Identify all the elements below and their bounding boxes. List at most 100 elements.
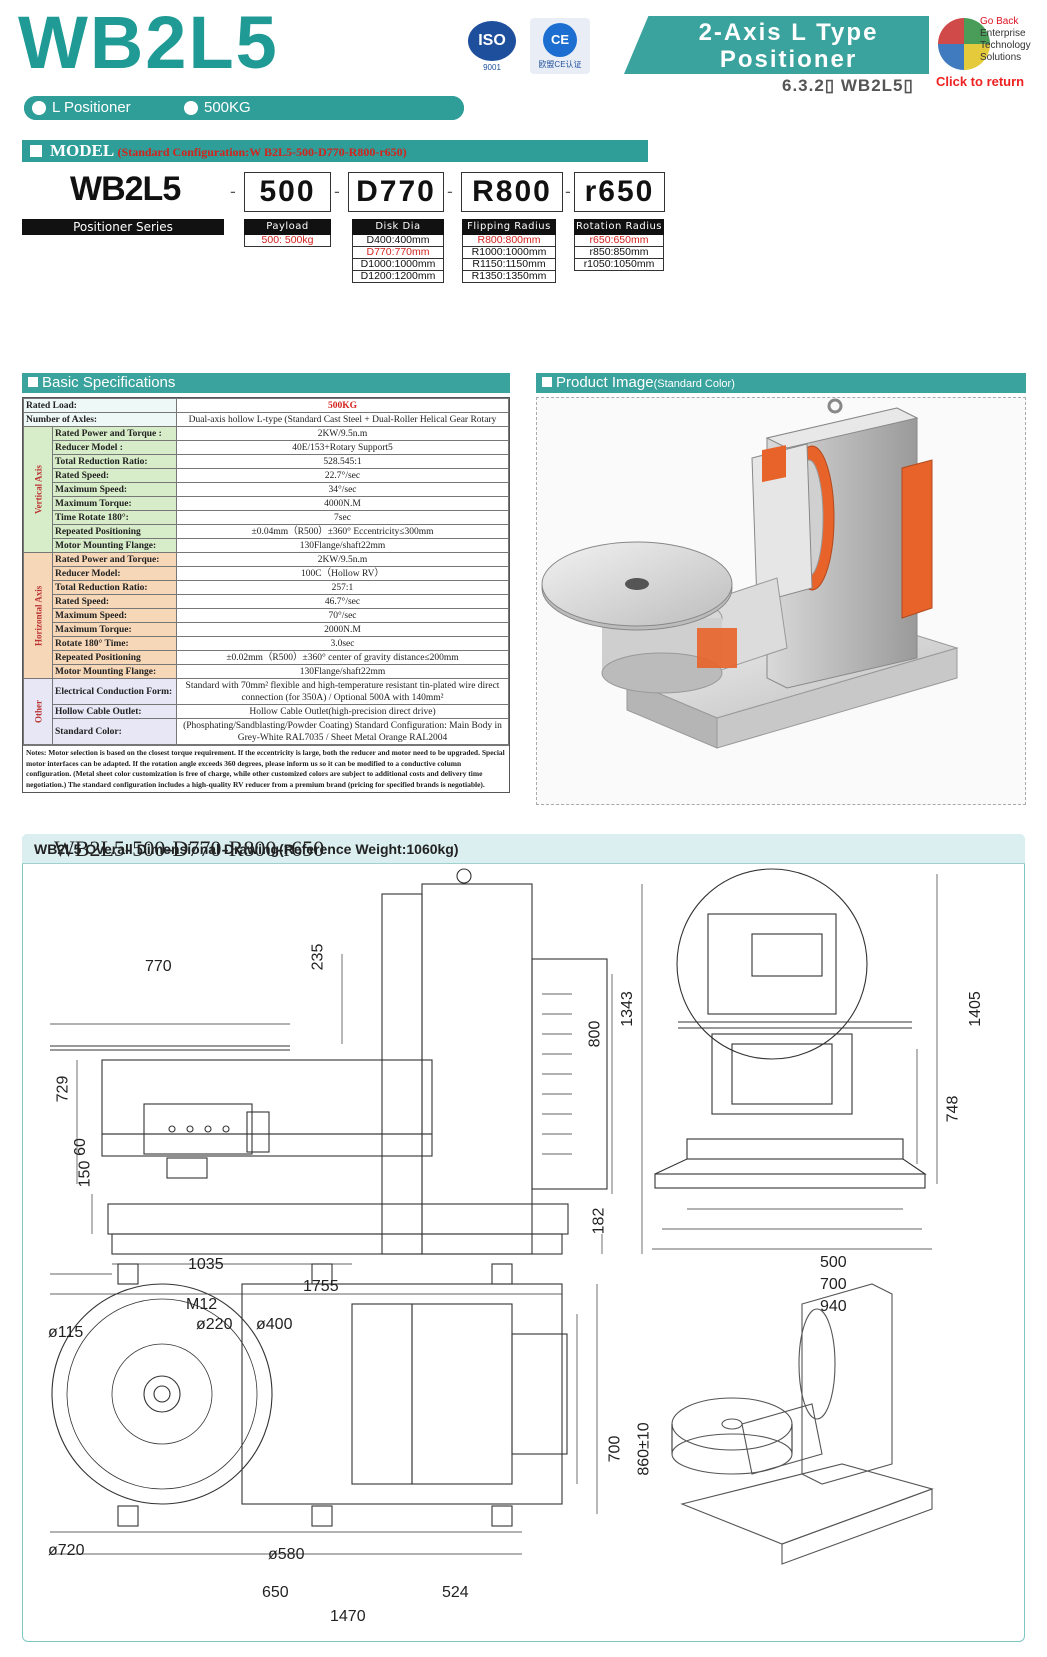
param-payload: Payload 500: 500kg bbox=[244, 219, 331, 247]
dim-label: 1755 bbox=[303, 1278, 339, 1295]
param-option: D400:400mm bbox=[352, 235, 444, 247]
param-head: Disk Dia bbox=[352, 219, 444, 235]
spec-value: (Phosphating/Sandblasting/Powder Coating… bbox=[176, 718, 509, 745]
dim-label: ø580 bbox=[268, 1546, 305, 1563]
param-option: D1200:1200mm bbox=[352, 271, 444, 283]
dim-label: 1405 bbox=[966, 991, 984, 1027]
basic-specs-header: Basic Specifications bbox=[22, 373, 510, 393]
model-heading: MODEL bbox=[50, 141, 114, 160]
model-name: WB2L5 bbox=[70, 170, 181, 208]
group-vertical-axis: Vertical Axis bbox=[23, 426, 53, 553]
table-row: Motor Mounting Flange:130Flange/shaft22m… bbox=[24, 664, 509, 679]
square-bullet-icon bbox=[542, 377, 552, 387]
dim-label: 1470 bbox=[330, 1608, 366, 1625]
spec-value: 257:1 bbox=[176, 580, 509, 595]
go-back-logo-link[interactable]: Go Back Enterprise Technology Solutions … bbox=[932, 12, 1044, 92]
dim-label: ø220 bbox=[196, 1316, 233, 1333]
logo-line-solutions: Solutions bbox=[980, 52, 1022, 63]
logo-text: Go Back Enterprise Technology Solutions bbox=[980, 16, 1031, 64]
table-row: Rotate 180° Time:3.0sec bbox=[24, 636, 509, 651]
spec-label: Maximum Torque: bbox=[52, 622, 177, 637]
table-row: Reducer Model:100C（Hollow RV） bbox=[24, 566, 509, 581]
spec-value: ±0.04mm（R500）±360° Eccentricity≤300mm bbox=[176, 524, 509, 539]
dim-label: 748 bbox=[944, 1095, 962, 1123]
product-image-sub: (Standard Color) bbox=[653, 378, 735, 390]
drawing-model-code: WB2L5-500-D770-R800-r650 bbox=[54, 836, 325, 861]
product-image-heading: Product Image bbox=[556, 374, 654, 391]
table-row: Time Rotate 180°:7sec bbox=[24, 510, 509, 525]
spec-value: 7sec bbox=[176, 510, 509, 525]
table-row: Standard Color:(Phosphating/Sandblasting… bbox=[24, 718, 509, 745]
spec-value: 2KW/9.5n.m bbox=[176, 426, 509, 441]
group-other: Other bbox=[23, 678, 53, 745]
spec-value: 2KW/9.5n.m bbox=[176, 552, 509, 567]
spec-label: Repeated Positioning bbox=[52, 524, 177, 539]
spec-label: Total Reduction Ratio: bbox=[52, 454, 177, 469]
spec-value: 2000N.M bbox=[176, 622, 509, 637]
separator: - bbox=[230, 182, 236, 201]
dim-label: 1035 bbox=[188, 1256, 224, 1273]
param-rotation-radius: Rotation Radius r650:650mm r850:850mm r1… bbox=[574, 219, 664, 271]
dim-label: 182 bbox=[590, 1207, 608, 1235]
spec-label: Rotate 180° Time: bbox=[52, 636, 177, 651]
spec-value: 34°/sec bbox=[176, 482, 509, 497]
dim-label: 860±10 bbox=[635, 1422, 653, 1476]
spec-label: Rated Power and Torque: bbox=[52, 552, 177, 567]
logo-line-go-back: Go Back bbox=[980, 16, 1019, 27]
dim-label: 770 bbox=[145, 958, 172, 975]
type-line-2: Positioner bbox=[719, 46, 858, 73]
code-payload: 500 bbox=[244, 172, 331, 212]
table-row: Rated Load: 500KG bbox=[23, 398, 509, 413]
separator: - bbox=[334, 182, 340, 201]
table-row: Maximum Speed:70°/sec bbox=[24, 608, 509, 623]
ce-icon: CE bbox=[543, 22, 577, 57]
table-row: Total Reduction Ratio:528.545:1 bbox=[24, 454, 509, 469]
param-option: r650:650mm bbox=[574, 235, 664, 247]
dim-label: 524 bbox=[442, 1584, 469, 1601]
globe-logo-icon bbox=[938, 18, 990, 70]
param-option: 500: 500kg bbox=[244, 235, 331, 247]
param-head: Flipping Radius bbox=[462, 219, 556, 235]
spec-value: Standard with 70mm² flexible and high-te… bbox=[176, 678, 509, 705]
click-to-return-link[interactable]: Click to return bbox=[936, 74, 1025, 89]
product-image-header: Product Image(Standard Color) bbox=[536, 373, 1026, 393]
separator: - bbox=[447, 182, 453, 201]
param-option: D770:770mm bbox=[352, 247, 444, 259]
code-disk-dia: D770 bbox=[348, 172, 444, 212]
logo-line-technology: Technology bbox=[980, 40, 1031, 51]
type-pill: L Positioner bbox=[24, 96, 152, 120]
spec-table: Rated Load: 500KG Number of Axles: Dual-… bbox=[22, 397, 510, 793]
table-row: Repeated Positioning±0.02mm（R500）±360° c… bbox=[24, 650, 509, 665]
type-line-1: 2-Axis L Type bbox=[698, 19, 879, 46]
code-rotation-radius: r650 bbox=[574, 172, 665, 212]
spec-label: Rated Speed: bbox=[52, 594, 177, 609]
param-head: Rotation Radius bbox=[574, 219, 664, 235]
param-option: r1050:1050mm bbox=[574, 259, 664, 271]
table-row: Maximum Torque:2000N.M bbox=[24, 622, 509, 637]
spec-label: Standard Color: bbox=[52, 718, 177, 745]
standard-configuration: (Standard Configuration:W B2L5-500-D770-… bbox=[117, 145, 407, 159]
spec-label: Reducer Model: bbox=[52, 566, 177, 581]
dim-label: 1343 bbox=[618, 991, 636, 1027]
product-image bbox=[536, 397, 1026, 805]
group-horizontal-axis: Horizontal Axis bbox=[23, 552, 53, 679]
spec-value: ±0.02mm（R500）±360° center of gravity dis… bbox=[176, 650, 509, 665]
param-option: R1350:1350mm bbox=[462, 271, 556, 283]
spec-label: Maximum Speed: bbox=[52, 482, 177, 497]
table-row: Number of Axles: Dual-axis hollow L-type… bbox=[23, 412, 509, 427]
param-option: r850:850mm bbox=[574, 247, 664, 259]
table-row: Repeated Positioning±0.04mm（R500）±360° E… bbox=[24, 524, 509, 539]
dim-label: 650 bbox=[262, 1584, 289, 1601]
spec-value: 4000N.M bbox=[176, 496, 509, 511]
logo-line-enterprise: Enterprise bbox=[980, 28, 1026, 39]
spec-label: Rated Power and Torque : bbox=[52, 426, 177, 441]
positioner-render-illustration bbox=[541, 398, 959, 749]
table-row: Motor Mounting Flange:130Flange/shaft22m… bbox=[24, 538, 509, 553]
series-label: Positioner Series bbox=[22, 219, 224, 235]
spec-value: Dual-axis hollow L-type (Standard Cast S… bbox=[176, 412, 509, 427]
spec-value: 22.7°/sec bbox=[176, 468, 509, 483]
dim-label: 500 bbox=[820, 1254, 847, 1271]
param-option: R1150:1150mm bbox=[462, 259, 556, 271]
